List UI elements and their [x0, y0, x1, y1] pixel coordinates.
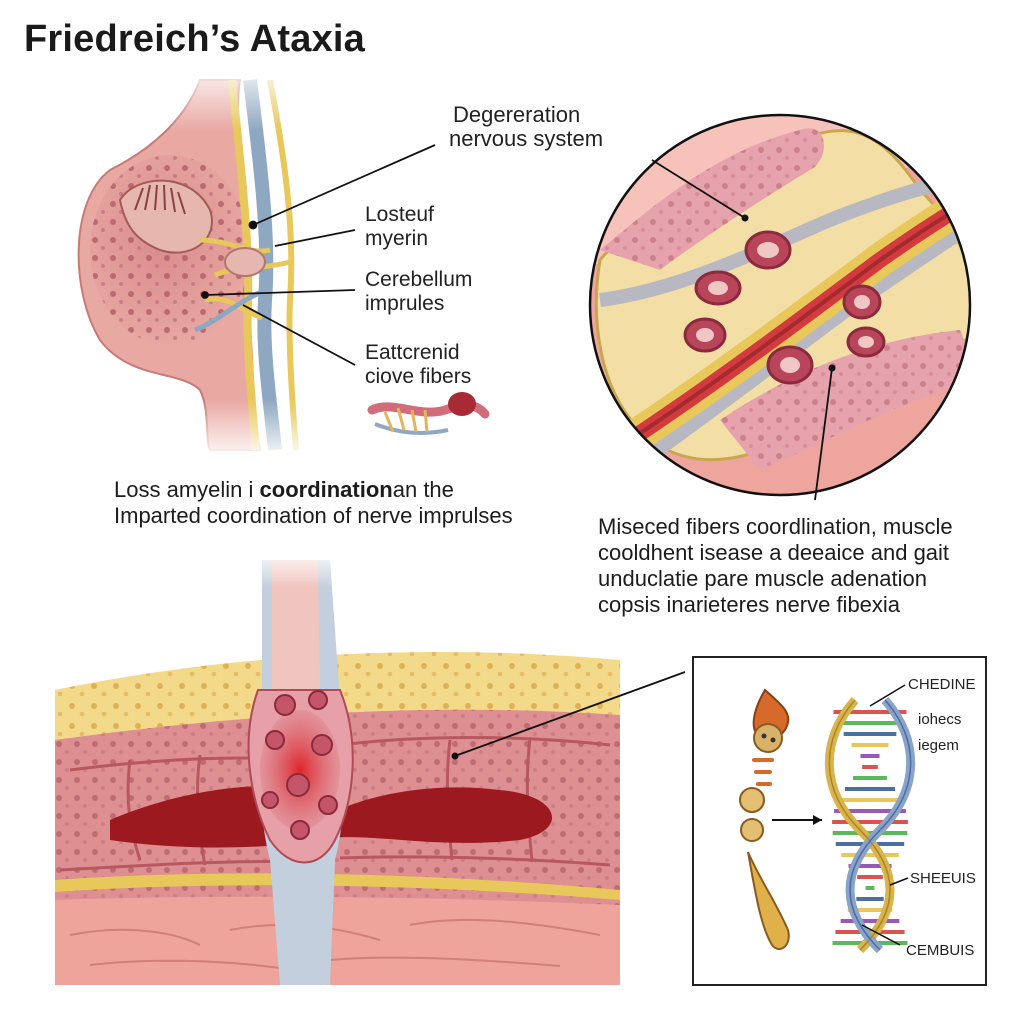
tissue-cross-section — [55, 548, 686, 985]
fiber-icon — [367, 392, 490, 435]
label-degeneration-line1: Degereration — [453, 102, 581, 127]
middle-caption-bold: coordination — [259, 477, 393, 502]
page-title: Friedreich’s Ataxia — [24, 18, 366, 60]
magnified-nerve-illustration — [588, 113, 972, 501]
dna-label-iegem: iegem — [918, 737, 959, 754]
label-cerebellum-line2: imprules — [365, 292, 445, 315]
middle-caption: Loss amyelin i coordinationan the Impart… — [114, 477, 513, 529]
label-lost-myelin-line2: myerin — [365, 227, 429, 250]
dna-label-chedine: CHEDINE — [908, 676, 976, 693]
label-degeneration: Degereration nervous system — [449, 102, 603, 151]
middle-caption-line1: Loss amyelin i coordinationan the — [114, 477, 513, 503]
dna-label-sheeuis: SHEEUIS — [910, 870, 976, 887]
leader-lines-top — [201, 144, 436, 366]
right-caption-line3: unduclatie pare muscle adenation — [598, 566, 928, 591]
label-lost-myelin: Losteuf myerin — [365, 203, 434, 251]
label-lost-myelin-line1: Losteuf — [365, 203, 434, 226]
brain-spinal-illustration — [77, 60, 350, 460]
right-caption-line1: Miseced fibers coordlination, muscle — [598, 514, 953, 539]
dna-label-cembuis: CEMBUIS — [906, 942, 975, 959]
right-caption-line2: cooldhent isease a deeaice and gait — [598, 540, 950, 565]
label-eattcrenid-line2: ciove fibers — [365, 365, 472, 388]
label-degeneration-line2: nervous system — [449, 126, 604, 151]
middle-caption-part-c: an the — [392, 477, 454, 502]
label-cerebellum: Cerebellum imprules — [365, 268, 472, 316]
middle-caption-part-a: Loss a — [114, 477, 179, 502]
label-eattcrenid: Eattcrenid ciove fibers — [365, 341, 471, 389]
middle-caption-line2: Imparted coordination of nerve imprulses — [114, 503, 513, 528]
label-eattcrenid-line1: Eattcrenid — [365, 341, 460, 364]
dna-panel — [692, 656, 987, 986]
label-cerebellum-line1: Cerebellum — [365, 268, 473, 291]
right-caption-line4: copsis inarieteres nerve fibexia — [598, 592, 901, 617]
right-caption: Miseced fibers coordlination, muscle coo… — [598, 514, 953, 618]
dna-label-iohecs: iohecs — [918, 711, 962, 728]
middle-caption-part-b: myelin i — [178, 477, 260, 502]
